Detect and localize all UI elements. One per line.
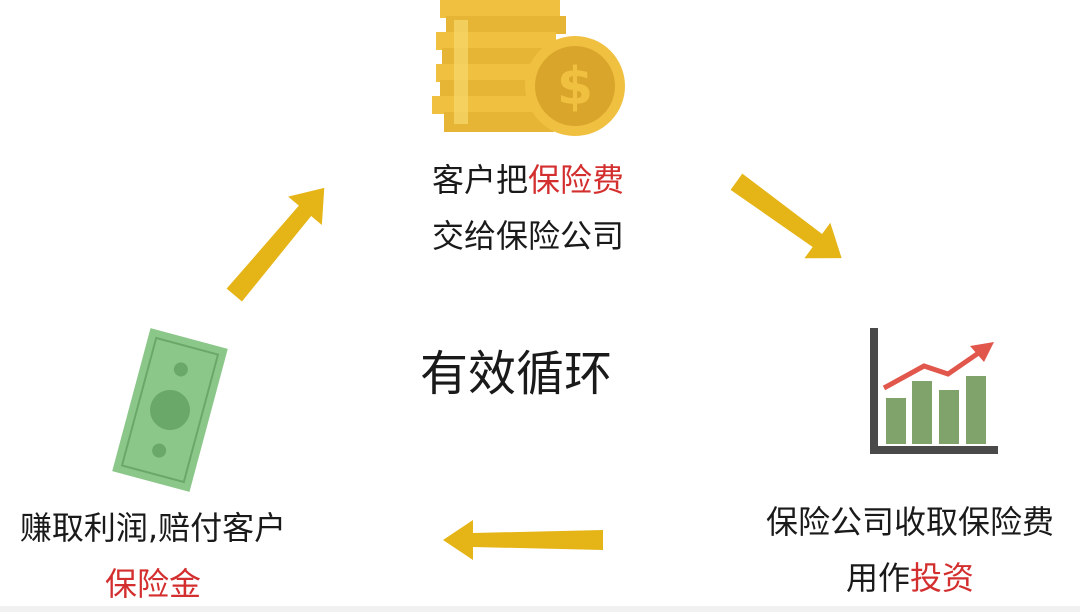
growth-chart-icon bbox=[870, 328, 998, 454]
top-line1-text: 客户把 bbox=[431, 161, 528, 199]
top-highlight-text: 保险费 bbox=[528, 161, 625, 199]
svg-text:$: $ bbox=[557, 57, 593, 117]
coin-stack-dollar-icon: $ bbox=[432, 0, 625, 136]
right-highlight-text: 投资 bbox=[910, 559, 975, 597]
left-line1-text: 赚取利润,赔付客户 bbox=[19, 509, 287, 547]
right-line1-text: 保险公司收取保险费 bbox=[765, 503, 1054, 541]
left-highlight-text: 保险金 bbox=[104, 565, 201, 603]
banknote-icon bbox=[112, 328, 228, 492]
center-title: 有效循环 bbox=[420, 346, 613, 402]
right-step-label: 保险公司收取保险费 用作投资 bbox=[740, 494, 1080, 606]
top-step-label: 客户把保险费 交给保险公司 bbox=[418, 152, 638, 264]
bottom-divider bbox=[0, 606, 1080, 612]
right-line2-prefix: 用作 bbox=[845, 559, 910, 597]
top-line2-text: 交给保险公司 bbox=[431, 217, 624, 255]
arrow-left-to-top bbox=[226, 187, 325, 302]
arrow-top-to-right bbox=[730, 173, 842, 259]
left-step-label: 赚取利润,赔付客户 保险金 bbox=[0, 500, 306, 612]
arrow-right-to-left bbox=[443, 520, 603, 560]
